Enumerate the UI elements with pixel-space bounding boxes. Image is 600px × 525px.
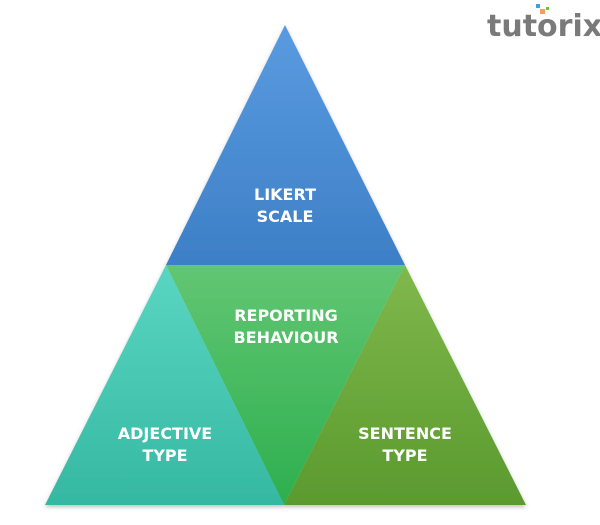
middle-triangle-reporting-behaviour	[166, 265, 405, 505]
top-triangle-likert-scale	[166, 25, 405, 265]
sentence-type-label-line2: TYPE	[382, 446, 427, 465]
reporting-behaviour-label-line1: REPORTING	[234, 306, 338, 325]
left-triangle-adjective-type	[45, 265, 284, 505]
logo-text: tutorix	[487, 9, 600, 44]
adjective-type-label-line1: ADJECTIVE	[118, 424, 212, 443]
likert-scale-label-line1: LIKERT	[254, 185, 316, 204]
sentence-type-label-line1: SENTENCE	[358, 424, 452, 443]
right-triangle-sentence-type	[284, 265, 526, 505]
reporting-behaviour-label-line2: BEHAVIOUR	[233, 328, 338, 347]
adjective-type-label-line2: TYPE	[142, 446, 187, 465]
tutorix-logo: tutorix	[487, 4, 600, 44]
likert-scale-label-line2: SCALE	[257, 207, 314, 226]
